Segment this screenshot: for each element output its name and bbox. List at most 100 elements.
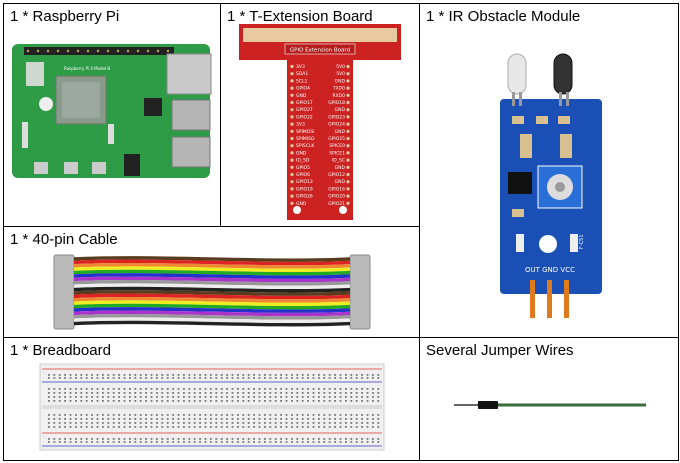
breadboard-hole [366, 422, 369, 424]
breadboard-hole [296, 441, 299, 443]
breadboard-hole [156, 374, 158, 376]
breadboard-hole [377, 396, 380, 398]
breadboard-hole [58, 388, 61, 390]
breadboard-hole [139, 438, 142, 440]
gpio-extension-header: GPIO Extension Board [290, 48, 350, 54]
breadboard-hole [210, 441, 212, 443]
pin-dot-left [290, 129, 294, 133]
breadboard-hole [53, 400, 56, 402]
breadboard-hole [188, 414, 191, 416]
breadboard-hole [80, 392, 83, 394]
pin-label-right: SPICE0 [329, 143, 345, 149]
cable-label: 1 * 40-pin Cable [10, 231, 118, 248]
breadboard-hole [226, 441, 228, 443]
breadboard-hole [361, 422, 363, 424]
breadboard-hole [366, 400, 369, 402]
breadboard-hole [312, 418, 315, 420]
breadboard-hole [328, 377, 331, 379]
breadboard-hole [274, 414, 277, 416]
breadboard-hole [318, 418, 320, 420]
breadboard-hole [53, 438, 56, 440]
breadboard-hole [323, 426, 326, 428]
breadboard-hole [85, 377, 88, 379]
cable-wire [73, 276, 351, 283]
breadboard-hole [361, 418, 363, 420]
breadboard-hole [345, 392, 347, 394]
breadboard-hole [323, 396, 326, 398]
breadboard-hole [339, 396, 342, 398]
breadboard-hole [242, 438, 245, 440]
breadboard-hole [193, 441, 196, 443]
breadboard-hole [193, 388, 196, 390]
breadboard-hole [166, 438, 169, 440]
breadboard-hole [280, 396, 282, 398]
breadboard-hole [188, 438, 191, 440]
breadboard-hole [307, 400, 309, 402]
breadboard-hole [323, 400, 326, 402]
breadboard-hole [328, 414, 331, 416]
breadboard-hole [199, 374, 201, 376]
breadboard-hole [350, 438, 353, 440]
breadboard-hole [253, 422, 255, 424]
breadboard-hole [334, 422, 336, 424]
breadboard-hole [91, 400, 93, 402]
breadboard-hole [291, 388, 293, 390]
breadboard-hole [102, 438, 104, 440]
cable-wire [73, 290, 351, 296]
cable-wire [73, 286, 351, 293]
breadboard-hole [156, 414, 158, 416]
breadboard-hole [58, 422, 61, 424]
breadboard-hole [166, 374, 169, 376]
breadboard-hole [48, 396, 50, 398]
breadboard-hole [226, 374, 228, 376]
breadboard-hole [247, 374, 250, 376]
breadboard-hole [372, 392, 374, 394]
pin-label-right: GPIO24 [328, 122, 345, 128]
breadboard-hole [85, 426, 88, 428]
breadboard-hole [323, 418, 326, 420]
breadboard-hole [323, 374, 326, 376]
breadboard-hole [64, 377, 66, 379]
breadboard-hole [102, 392, 104, 394]
breadboard-hole [80, 422, 83, 424]
breadboard-hole [258, 388, 261, 390]
breadboard-hole [301, 414, 304, 416]
breadboard-hole [226, 438, 228, 440]
breadboard-hole [307, 441, 309, 443]
breadboard-hole [345, 422, 347, 424]
breadboard-hole [339, 400, 342, 402]
breadboard-hole [91, 418, 93, 420]
breadboard-hole [258, 377, 261, 379]
pin-label-right: GPIO12 [328, 172, 345, 178]
breadboard-hole [231, 438, 234, 440]
breadboard-hole [123, 388, 126, 390]
breadboard-hole [210, 414, 212, 416]
pin-label-right: GPIO25 [328, 136, 345, 142]
breadboard-hole [307, 396, 309, 398]
breadboard-hole [177, 377, 180, 379]
breadboard-hole [301, 441, 304, 443]
pin-dot-right [346, 158, 350, 162]
breadboard-hole [129, 438, 131, 440]
breadboard-hole [291, 396, 293, 398]
breadboard-hole [328, 422, 331, 424]
breadboard-hole [177, 422, 180, 424]
pin-label-right: RXD0 [332, 93, 345, 99]
breadboard-hole [350, 414, 353, 416]
breadboard-hole [264, 400, 266, 402]
breadboard-hole [204, 414, 207, 416]
breadboard-hole [204, 388, 207, 390]
pin-dot-right [346, 194, 350, 198]
breadboard-hole [301, 426, 304, 428]
breadboard-hole [145, 396, 147, 398]
pin-label-left: GPIO26 [296, 194, 313, 200]
breadboard-hole [118, 388, 120, 390]
breadboard-hole [242, 422, 245, 424]
breadboard-hole [350, 392, 353, 394]
breadboard-hole [312, 377, 315, 379]
breadboard-hole [264, 441, 266, 443]
breadboard-hole [112, 377, 115, 379]
breadboard-hole [345, 438, 347, 440]
breadboard-hole [372, 377, 374, 379]
breadboard-hole [183, 426, 185, 428]
